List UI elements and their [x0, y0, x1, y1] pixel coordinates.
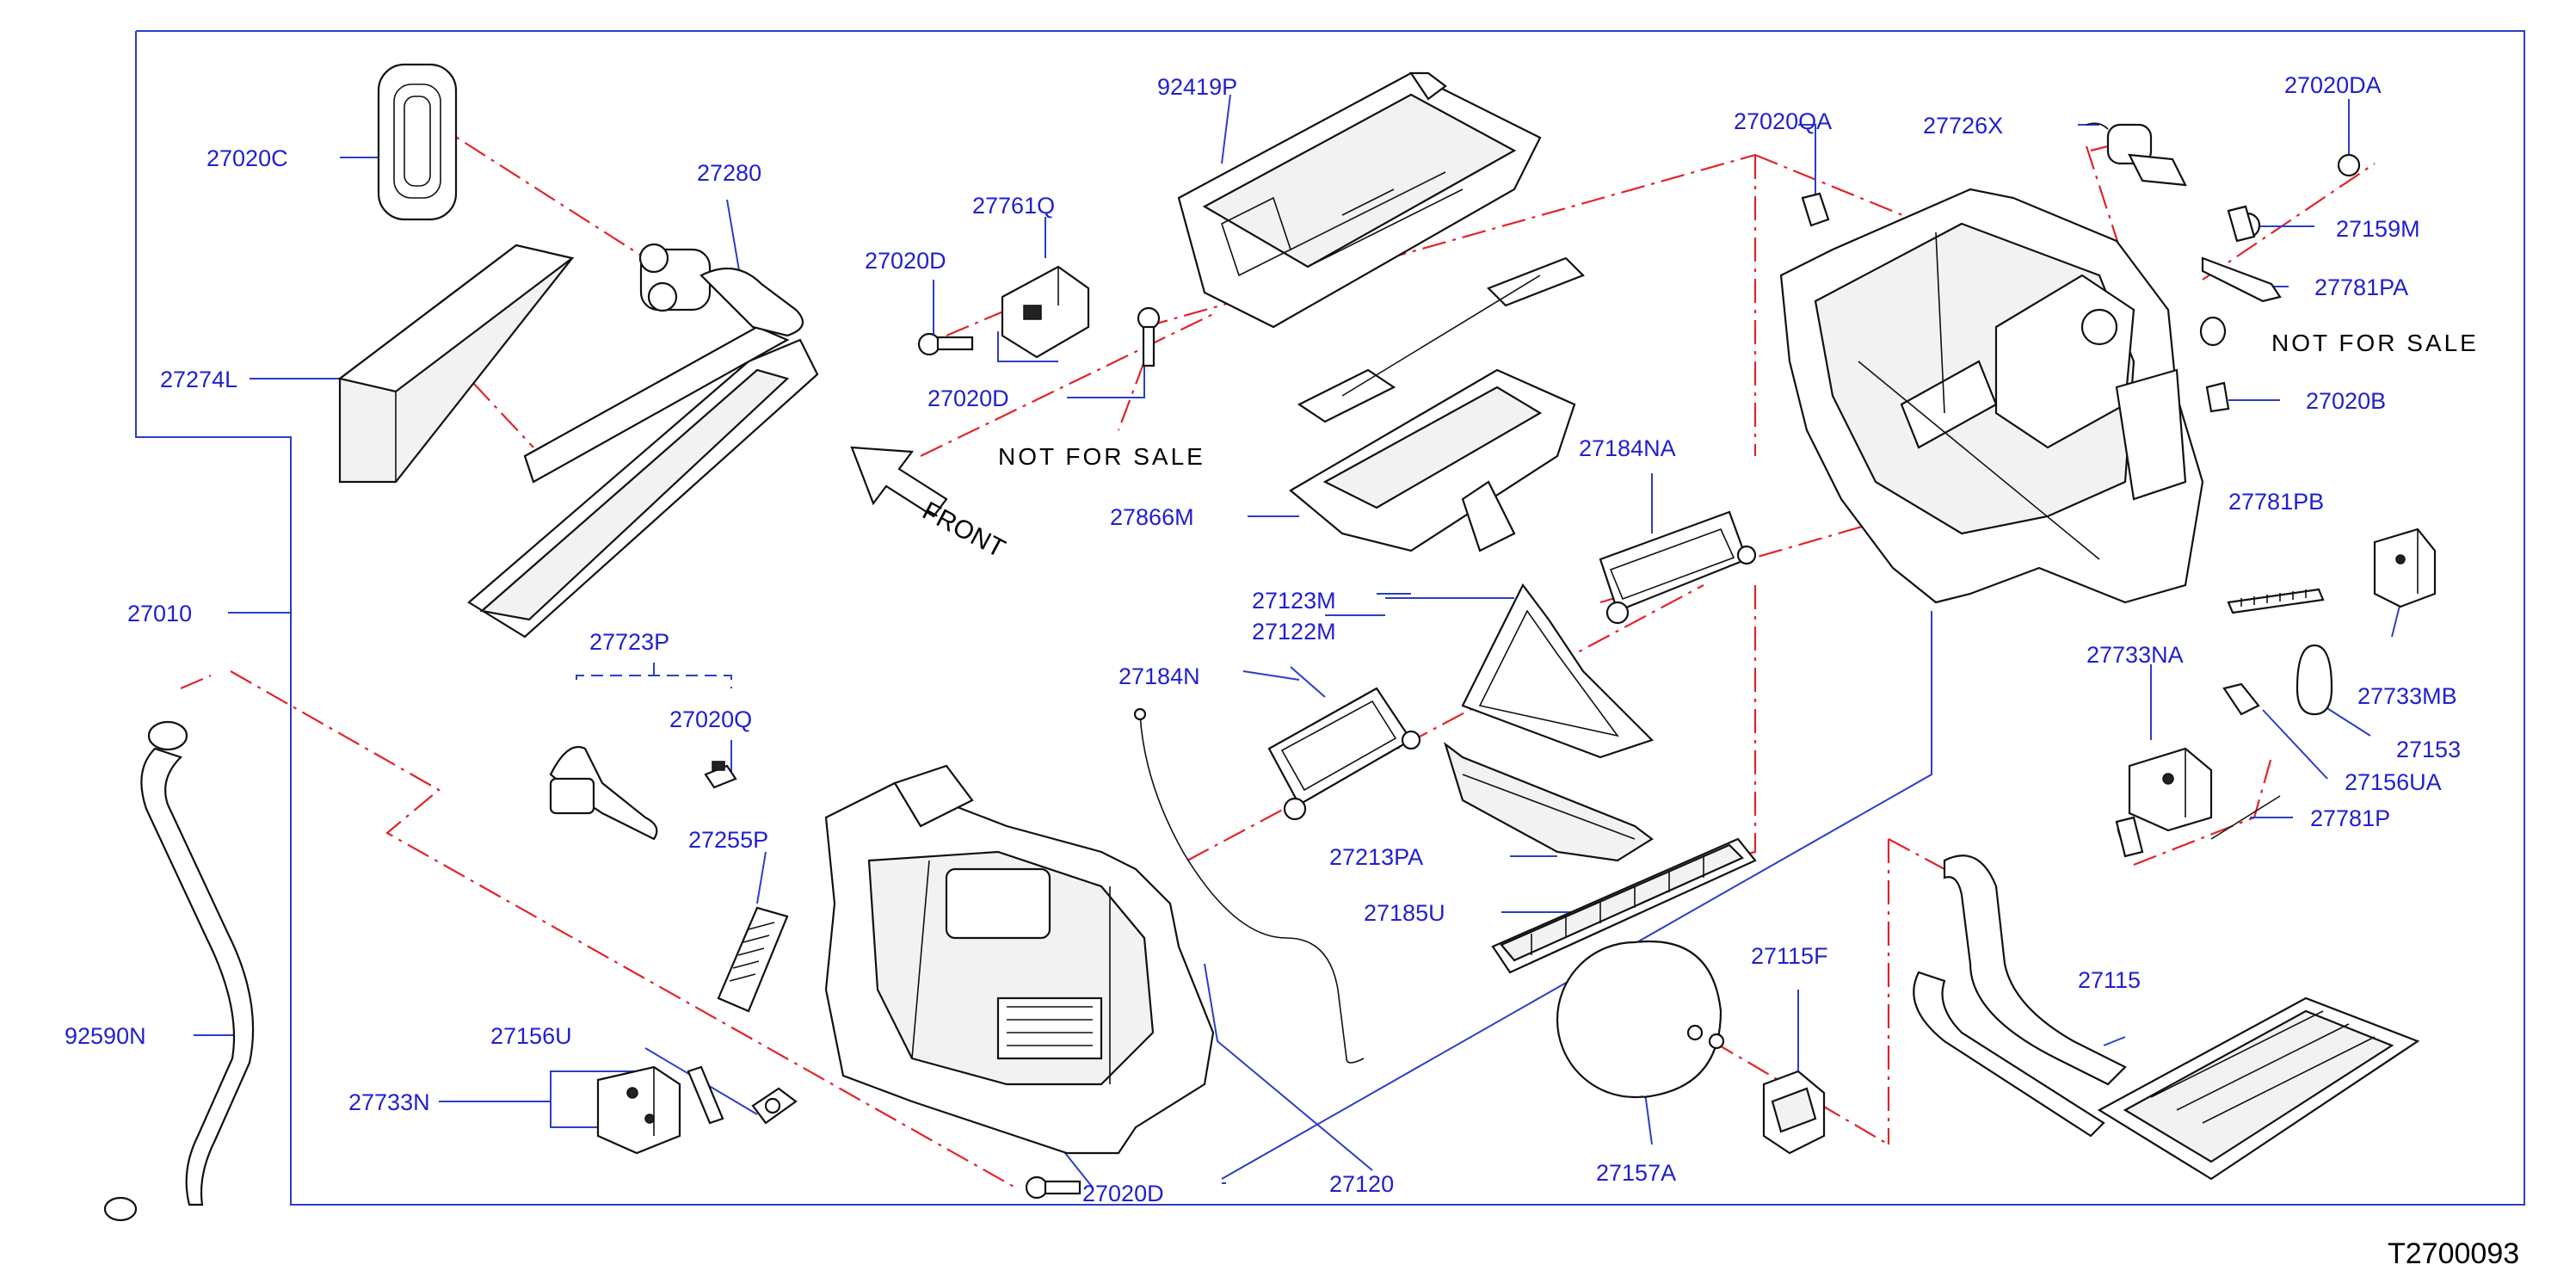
- label-92590N: 92590N: [65, 1023, 146, 1049]
- rod-27781P: [2210, 795, 2281, 840]
- label-27761Q: 27761Q: [972, 193, 1055, 219]
- grille-27255P: [717, 906, 789, 1013]
- label-27120: 27120: [1329, 1171, 1394, 1197]
- clip-27020B: [2205, 381, 2230, 413]
- label-27020D-b: 27020D: [927, 386, 1009, 411]
- door-27184N: [1267, 687, 1421, 821]
- label-27122M: 27122M: [1252, 619, 1336, 645]
- right-case: [1779, 188, 2204, 604]
- label-27115F: 27115F: [1751, 943, 1828, 969]
- label-27020B: 27020B: [2306, 388, 2386, 414]
- not-for-sale-right: NOT FOR SALE: [2271, 330, 2479, 356]
- resistor-27761Q: [1001, 265, 1090, 359]
- label-27010: 27010: [127, 601, 192, 626]
- label-27733NA: 27733NA: [2086, 642, 2184, 668]
- drain-hose-92590N: [103, 720, 255, 1222]
- link-27123M: [1461, 583, 1655, 759]
- label-27020D-c: 27020D: [1082, 1181, 1164, 1206]
- label-27020QA: 27020QA: [1734, 108, 1832, 134]
- not-for-sale-part-right: [2199, 316, 2227, 347]
- label-27156U: 27156U: [490, 1023, 572, 1049]
- clip-27723P: [549, 746, 658, 841]
- screw-27020DA: [2337, 153, 2361, 177]
- clip-27020Q: [704, 761, 737, 789]
- rod-27781PA: [2201, 256, 2282, 303]
- lower-case: [824, 764, 1215, 1155]
- actuator-27733N: [596, 1065, 681, 1155]
- label-27020C: 27020C: [206, 145, 288, 171]
- label-27020DA: 27020DA: [2284, 72, 2382, 98]
- bracket-27115F: [1762, 1070, 1826, 1155]
- label-27781P: 27781P: [2310, 805, 2390, 831]
- part-labels: 27020C 27280 27274L 27010 92590N 92419P …: [65, 72, 2461, 1206]
- harness-27120: [1133, 707, 1365, 1064]
- label-27020Q: 27020Q: [669, 706, 752, 732]
- rod-27781PB: [2227, 588, 2325, 614]
- link-27153: [2296, 644, 2333, 716]
- label-27274L: 27274L: [160, 367, 237, 392]
- actuator-27733NA: [2115, 747, 2213, 858]
- door-27184NA: [1599, 510, 1757, 625]
- lever-27159M: [2227, 205, 2261, 243]
- label-27020D-a: 27020D: [865, 248, 946, 274]
- heater-core-27115: [1913, 854, 2420, 1181]
- actuator-27733MB: [2373, 527, 2437, 608]
- assembly-dash-lines: [180, 120, 2376, 1188]
- filter-27274L: [337, 244, 575, 484]
- label-27733MB: 27733MB: [2357, 683, 2457, 709]
- label-27185U: 27185U: [1364, 900, 1445, 926]
- lever-27156UA: [2222, 682, 2260, 716]
- screw-27020D-a: [917, 332, 974, 356]
- label-27159M: 27159M: [2336, 216, 2420, 242]
- label-27726X: 27726X: [1923, 113, 2003, 139]
- label-27781PB: 27781PB: [2228, 489, 2324, 515]
- front-direction-arrow: [850, 446, 948, 518]
- label-27157A: 27157A: [1596, 1160, 1676, 1186]
- motor-27157A: [1556, 940, 1725, 1099]
- label-27115: 27115: [2078, 967, 2141, 993]
- door-27213PA: [1443, 742, 1654, 862]
- front-label: FRONT: [918, 497, 1010, 564]
- label-27723P: 27723P: [589, 629, 669, 655]
- label-27866M: 27866M: [1110, 504, 1194, 530]
- leader-lines: [194, 94, 2401, 1188]
- sensor-27726X: [2086, 122, 2187, 187]
- lever-27156U: [687, 1065, 798, 1125]
- label-27156UA: 27156UA: [2345, 769, 2442, 795]
- diagram-frame: [135, 30, 2525, 1206]
- upper-case-92419P: [1177, 71, 1542, 329]
- evaporator-27280: [467, 243, 819, 638]
- clip-27020QA: [1801, 192, 1830, 227]
- gasket-27020C: [377, 63, 458, 221]
- duct-27866M: [1289, 256, 1585, 552]
- label-27280: 27280: [697, 160, 761, 186]
- label-92419P: 92419P: [1157, 74, 1237, 100]
- screw-27020D-b: [1137, 306, 1161, 367]
- label-27255P: 27255P: [688, 827, 768, 853]
- label-27184N: 27184N: [1119, 663, 1200, 689]
- label-27123M: 27123M: [1252, 588, 1336, 614]
- screw-27020D-c: [1025, 1175, 1082, 1200]
- label-27153: 27153: [2396, 737, 2461, 762]
- label-27213PA: 27213PA: [1329, 844, 1423, 870]
- label-27733N: 27733N: [348, 1089, 430, 1115]
- door-27185U: [1491, 837, 1757, 974]
- diagram-code: T2700093: [2388, 1237, 2519, 1270]
- label-27781PA: 27781PA: [2314, 275, 2408, 300]
- label-27184NA: 27184NA: [1579, 435, 1676, 461]
- not-for-sale-left: NOT FOR SALE: [998, 443, 1205, 470]
